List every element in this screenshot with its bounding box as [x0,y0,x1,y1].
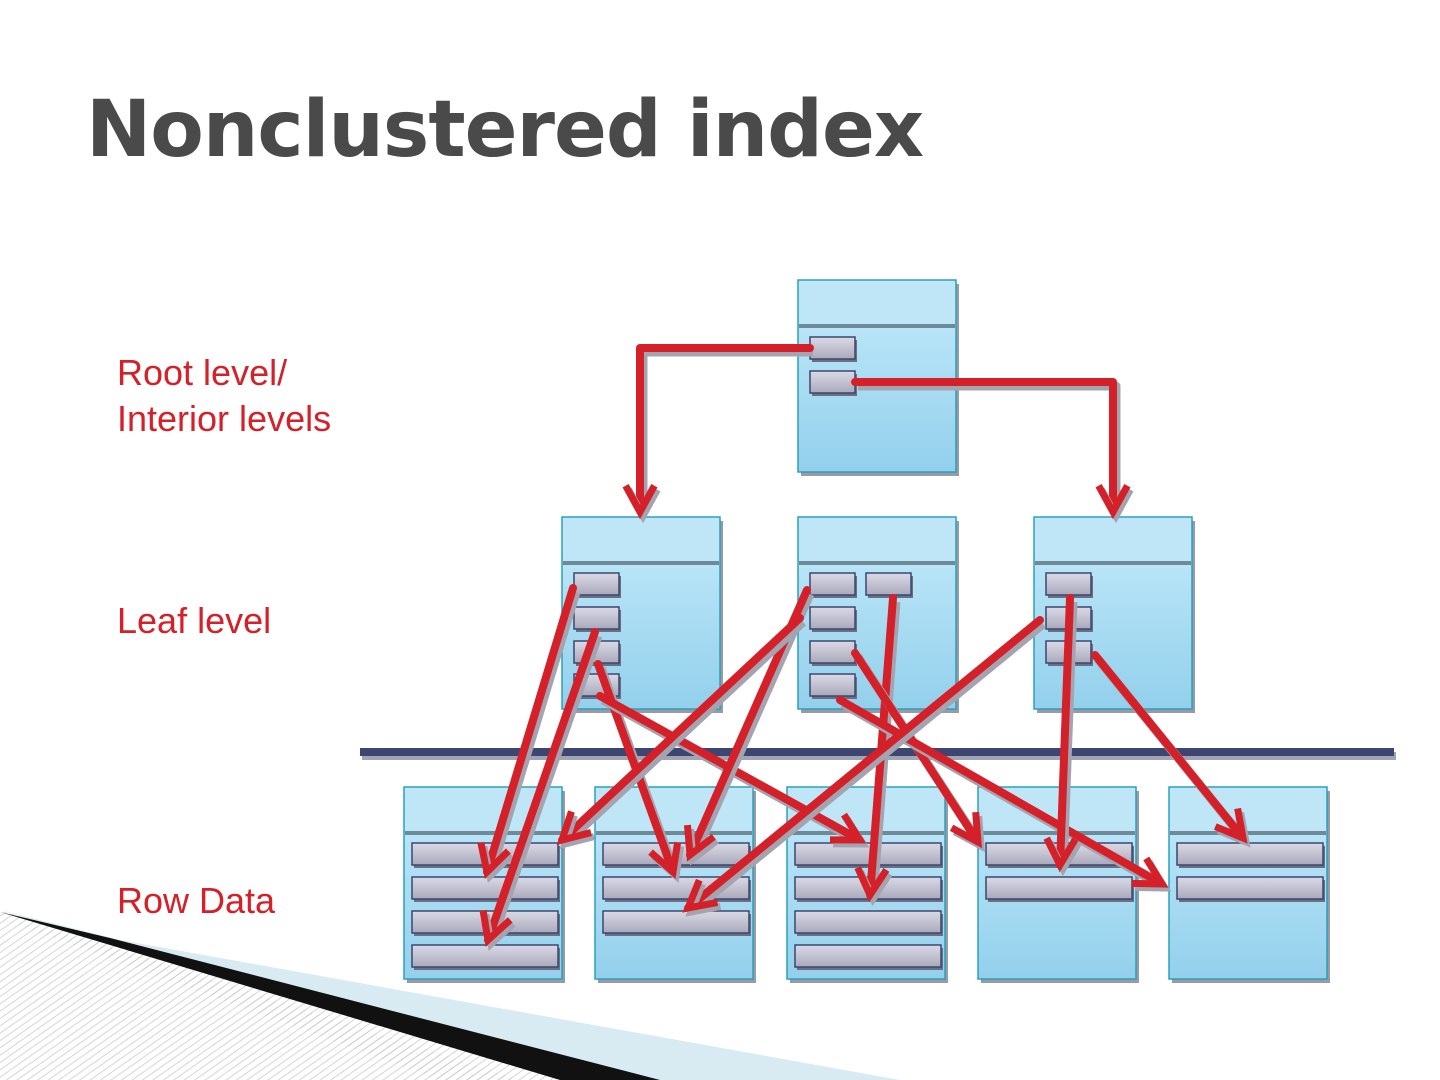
slide-title: Nonclustered index [86,85,924,175]
page-header-line [405,831,561,835]
leaf-to-row-arrow-12 [1091,651,1247,842]
leaf-to-row-arrowhead-8 [949,811,982,849]
row-data-page-4 [977,786,1139,983]
index-slot [1176,876,1324,900]
leaf-page-1 [561,516,723,713]
index-slot [1045,572,1092,596]
index-slot [809,370,856,394]
leaf-to-row-arrow-1-shadow [485,590,581,878]
leaf-to-row-arrowhead-2 [479,909,513,947]
leaf-to-row-arrowhead-6-shadow [559,814,595,849]
root-level-label-line1: Root level/ [117,352,288,393]
leaf-to-row-arrowhead-4 [829,812,867,844]
page-header [799,281,955,324]
page-header [563,518,719,561]
row-data-label: Row Data [117,880,276,921]
leaf-to-row-arrowhead-6 [556,810,592,845]
page-header-line [563,561,719,565]
leaf-to-row-arrowhead-12 [1213,807,1248,844]
index-slot [809,572,856,596]
root-to-leaf-3-arrow [851,378,1117,512]
page-header-line [1035,561,1191,565]
leaf-to-row-arrowhead-1 [477,841,511,879]
leaf-to-row-arrow-10 [684,616,1044,912]
leaf-page-2 [797,516,959,713]
index-slot [865,572,912,596]
pointer-arrows [477,344,1251,951]
page-header-line [596,831,752,835]
leaf-to-row-arrowhead-5 [683,824,716,862]
index-slot [411,876,559,900]
index-slot [985,876,1133,900]
index-slot [794,910,942,934]
leaf-to-row-arrowhead-10 [682,878,719,913]
leaf-to-row-arrow-9 [836,696,1166,888]
index-slot [809,640,856,664]
leaf-to-row-arrow-6-shadow [561,618,807,848]
leaf-to-row-arrow-10-shadow [688,620,1046,916]
leaf-to-row-arrow-2-shadow [486,634,603,946]
index-slot [573,572,620,596]
index-slot [809,336,856,360]
page-header-line [799,324,955,328]
leaf-level-label: Leaf level [117,600,272,641]
corner-decoration [0,910,900,1080]
leaf-to-row-arrow-11 [1056,594,1074,869]
page-header-line [1170,831,1326,835]
row-data-page-2 [594,786,756,983]
root-to-leaf-1-arrow-shadow [638,347,813,512]
page-header-line [799,561,955,565]
leaf-to-row-arrowhead-3 [648,841,682,879]
page-header-line [788,831,944,835]
leaf-to-row-arrowhead-11 [1043,836,1079,873]
page-header [1035,518,1191,561]
root-level-label: Root level/ Interior levels [117,350,331,442]
index-slot [794,842,942,866]
root-to-leaf-1-arrowhead [622,483,658,520]
page-header-line [979,831,1135,835]
index-slot [1176,842,1324,866]
leaf-to-row-arrowhead-7 [854,866,890,903]
leaf-to-row-arrow-1 [483,584,577,876]
page-header [799,518,955,561]
row-data-page-1 [403,786,565,983]
leaf-to-row-arrowhead-10-shadow [685,882,722,917]
index-slot [794,944,942,968]
page-header [1170,788,1326,831]
leaf-to-row-arrow-2 [484,628,599,944]
leaf-to-row-arrowhead-9 [1131,856,1169,888]
root-level-label-line2: Interior levels [117,398,332,439]
index-slot [411,944,559,968]
index-slot [573,606,620,630]
leaf-to-row-arrow-6 [558,614,804,844]
root-to-leaf-1-arrow [636,344,814,512]
index-slot [602,910,750,934]
index-slot [809,606,856,630]
index-slot [809,673,856,697]
row-data-page-5 [1168,786,1330,983]
root-to-leaf-3-arrowhead [1095,483,1131,520]
